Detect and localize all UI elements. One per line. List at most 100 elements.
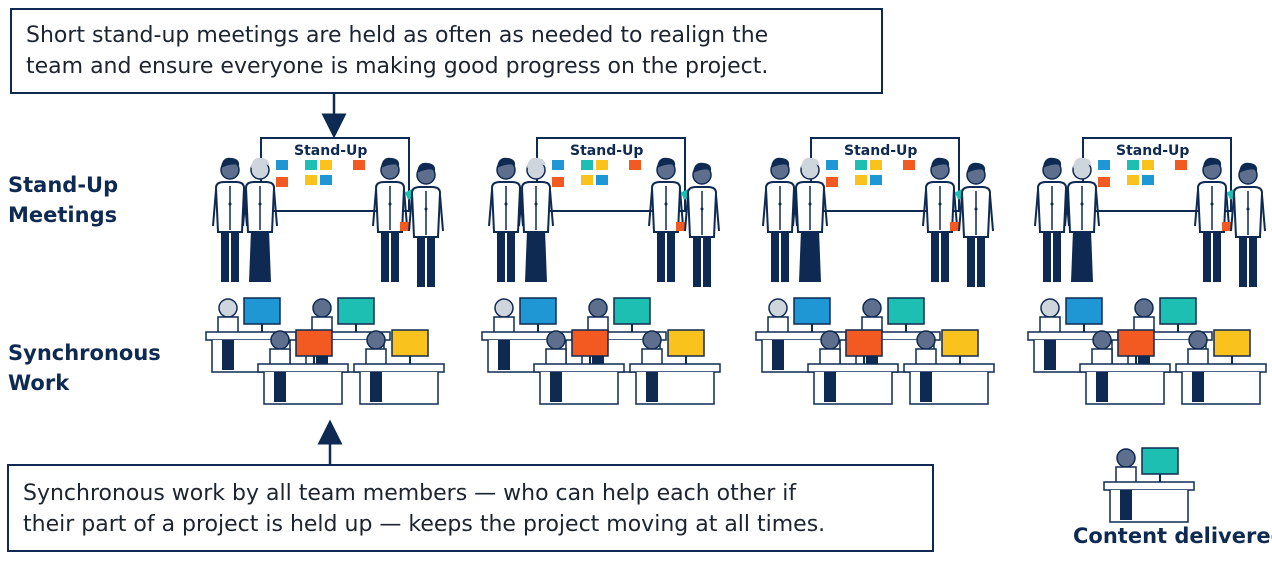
monitor [519,297,557,325]
monitor [887,297,925,325]
standup-group-4: Stand-Up [1034,137,1266,287]
monitor [613,297,651,325]
sync-row-label-line-1: Synchronous [8,341,161,365]
sticky-note [596,160,608,170]
workstation-yellow [903,329,995,405]
workstation-blue [1027,297,1119,373]
person-manager [212,157,248,282]
desk [1079,363,1171,373]
sync-cluster-2 [481,297,721,405]
monitor [391,329,429,357]
monitor [1159,297,1197,325]
sticky-note [870,160,882,170]
person-presenter [648,157,694,282]
synchronous-work-row [205,297,1267,405]
monitor [1117,329,1155,357]
standup-group-1: Stand-Up [212,137,444,287]
connector-arrows [317,94,347,464]
monitor [295,329,333,357]
person-presenter [1194,157,1240,282]
person-manager [1034,157,1070,282]
sticky-note [276,160,288,170]
sticky-note [903,160,915,170]
sticky-note [826,160,838,170]
person-presenter [922,157,968,282]
sticky-note [1098,177,1110,187]
desk [629,363,721,373]
person-colleague [242,157,278,282]
person-colleague [518,157,554,282]
desk [1103,481,1195,491]
monitor [337,297,375,325]
sticky-note [1127,175,1139,185]
standup-callout-line-2: team and ensure everyone is making good … [26,54,769,79]
content-delivered-label: Content delivered! [1073,524,1272,548]
monitor [667,329,705,357]
desk [807,363,899,373]
sticky-note [353,160,365,170]
workstation-orange [533,329,625,405]
person-manager [762,157,798,282]
sync-callout: Synchronous work by all team members — w… [7,464,934,552]
sticky-note [855,160,867,170]
desk [257,363,349,373]
standup-callout: Short stand-up meetings are held as ofte… [10,8,883,94]
sync-cluster-3 [755,297,995,405]
standup-callout-line-1: Short stand-up meetings are held as ofte… [26,23,769,48]
whiteboard-label: Stand-Up [844,143,917,159]
desk [533,363,625,373]
person-manager [488,157,524,282]
whiteboard-label: Stand-Up [570,143,643,159]
sticky-note [320,175,332,185]
whiteboard-label: Stand-Up [294,143,367,159]
sync-row-label-line-2: Work [8,371,70,395]
workstation-yellow [353,329,445,405]
whiteboard-label: Stand-Up [1116,143,1189,159]
sync-callout-line-1: Synchronous work by all team members — w… [23,481,797,506]
desk [1175,363,1267,373]
workstation-blue [481,297,573,373]
workstation-orange [1079,329,1171,405]
desk [903,363,995,373]
monitor [793,297,831,325]
person-listener [684,162,720,287]
person-colleague [1064,157,1100,282]
person-listener [408,162,444,287]
monitor [1213,329,1251,357]
monitor [1065,297,1103,325]
desk [353,363,445,373]
delivered-workstation [1103,447,1195,523]
workstation-orange [257,329,349,405]
monitor [845,329,883,357]
person-colleague [792,157,828,282]
person-listener [958,162,994,287]
workstation-yellow [629,329,721,405]
workstation-orange [807,329,899,405]
sticky-note [552,177,564,187]
sticky-note [581,160,593,170]
sticky-note [581,175,593,185]
standup-meetings-row: Stand-Up Stand-Up Stand-Up Stand-Up [212,137,1266,287]
sticky-note [1127,160,1139,170]
sticky-note [629,160,641,170]
standup-group-2: Stand-Up [488,137,720,287]
content-delivered-workstation [1103,447,1195,523]
person-presenter [372,157,418,282]
sync-callout-line-2: their part of a project is held up — kee… [23,512,826,537]
sync-row-label: Synchronous Work [8,338,161,398]
sticky-note [1175,160,1187,170]
standup-row-label-line-2: Meetings [8,203,118,227]
sticky-note [870,175,882,185]
monitor [1141,447,1179,475]
sticky-note [1142,160,1154,170]
monitor [571,329,609,357]
sticky-note [1098,160,1110,170]
sticky-note [826,177,838,187]
sticky-note [1142,175,1154,185]
sticky-note [320,160,332,170]
monitor [941,329,979,357]
sticky-note [596,175,608,185]
sticky-note [305,175,317,185]
sync-cluster-4 [1027,297,1267,405]
